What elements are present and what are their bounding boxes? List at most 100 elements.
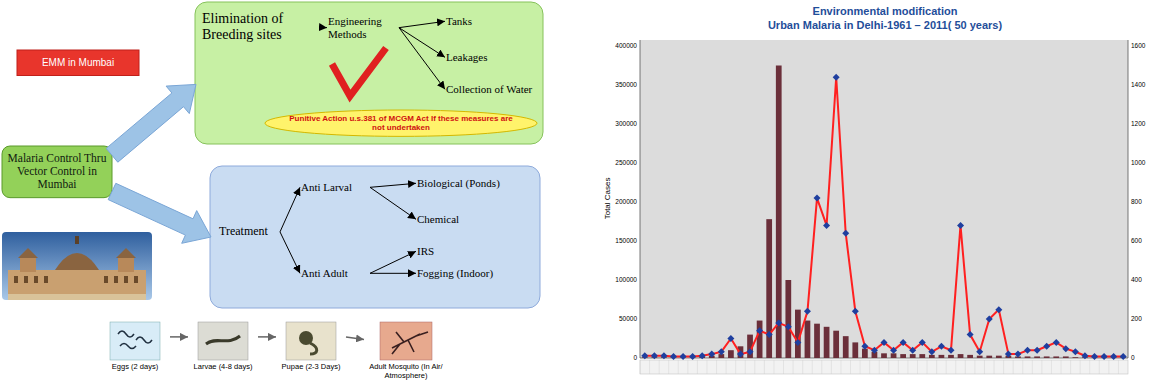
table-rule (1013, 360, 1014, 374)
bar (833, 331, 839, 358)
bar (1073, 357, 1079, 359)
node-text: Eggs (2 days) (100, 363, 170, 372)
table-rule (726, 360, 727, 374)
data-marker (680, 353, 687, 360)
box-shape (17, 50, 139, 76)
box-shape (2, 146, 112, 198)
pupae-picture (286, 322, 336, 360)
tick-label: 600 (1131, 237, 1165, 244)
data-marker (804, 308, 811, 315)
data-marker (708, 351, 715, 358)
photo-sky (2, 232, 152, 300)
bar (929, 355, 935, 358)
bar (814, 324, 820, 358)
connector-arrow (280, 232, 300, 273)
data-marker (747, 348, 754, 355)
tick-label: 200000 (595, 198, 637, 205)
node-text: IRS (417, 245, 465, 258)
tick-label: 350000 (595, 81, 637, 88)
table-rule (678, 360, 679, 374)
adult-picture (380, 322, 432, 360)
bar (805, 321, 811, 358)
table-rule (668, 360, 669, 374)
data-marker (651, 352, 658, 359)
connector-arrow (370, 273, 416, 274)
data-marker (737, 351, 744, 358)
table-rule (1022, 360, 1023, 374)
larvae-picture (198, 322, 248, 360)
box-shape (210, 166, 540, 308)
table-rule (831, 360, 832, 374)
bar (891, 353, 897, 358)
node-text: Anti Larval (301, 181, 369, 194)
bar (996, 356, 1002, 358)
node-text: Elimination of Breeding sites (202, 11, 318, 43)
tick-label: 400 (1131, 276, 1165, 283)
data-marker (1014, 351, 1021, 358)
data-marker (718, 348, 725, 355)
bar (785, 280, 791, 358)
data-marker (1091, 353, 1098, 360)
table-rule (850, 360, 851, 374)
data-marker (909, 347, 916, 354)
tick-label: 400000 (595, 42, 637, 49)
data-marker (900, 339, 907, 346)
node-text: Engineering Methods (328, 15, 398, 40)
data-marker (881, 339, 888, 346)
data-marker (670, 353, 677, 360)
data-marker (890, 347, 897, 354)
table-rule (984, 360, 985, 374)
table-rule (869, 360, 870, 374)
table-rule (974, 360, 975, 374)
tick-label: 300000 (595, 120, 637, 127)
data-marker (1081, 352, 1088, 359)
tick-label: 800 (1131, 198, 1165, 205)
table-rule (898, 360, 899, 374)
data-marker (1005, 351, 1012, 358)
data-marker (928, 348, 935, 355)
table-rule (1061, 360, 1062, 374)
bar (910, 354, 916, 358)
lifecycle-stage: Pupae (2-3 Days) (276, 322, 346, 372)
heading-text: Elimination of Breeding sites (201, 10, 319, 44)
chart-title: Urban Malaria in Delhi-1961 – 2011( 50 y… (660, 19, 1110, 31)
lifecycle-stage: Larvae (4-8 days) (188, 322, 258, 372)
title-box: EMM in Mumbai (17, 50, 139, 76)
table-rule (1108, 360, 1109, 374)
table-rule (716, 360, 717, 374)
item-text: Leakages (445, 50, 537, 65)
table-rule (1099, 360, 1100, 374)
lifecycle-stage: Eggs (2 days) (100, 322, 170, 372)
table-rule (793, 360, 794, 374)
eggs-picture (110, 322, 160, 360)
block-arrow (106, 84, 196, 162)
bar (1034, 356, 1040, 358)
note-ellipse: Punitive Action u.s.381 of MCGM Act If t… (265, 110, 537, 136)
node-text: Fogging (Indoor) (417, 267, 495, 280)
table-rule (879, 360, 880, 374)
chart-axes (640, 40, 1128, 358)
data-marker (1053, 339, 1060, 346)
item-text: Biological (Ponds) (416, 176, 538, 191)
data-marker (699, 352, 706, 359)
data-marker (833, 74, 840, 81)
node-text: Chemical (417, 213, 495, 226)
data-marker (1120, 353, 1127, 360)
mosquito-figure (392, 332, 428, 354)
table-rule (907, 360, 908, 374)
data-marker (861, 343, 868, 350)
data-marker (756, 327, 763, 334)
node-shapes (2, 2, 543, 308)
tick-label: 150000 (595, 237, 637, 244)
bar (881, 353, 887, 358)
table-rule (917, 360, 918, 374)
data-marker (938, 343, 945, 350)
data-marker (919, 339, 926, 346)
bar (852, 342, 858, 358)
table-rule (1118, 360, 1119, 374)
node-text: Tanks (446, 15, 536, 28)
bar (766, 219, 772, 358)
connector-arrow (370, 183, 416, 187)
data-marker (823, 222, 830, 229)
